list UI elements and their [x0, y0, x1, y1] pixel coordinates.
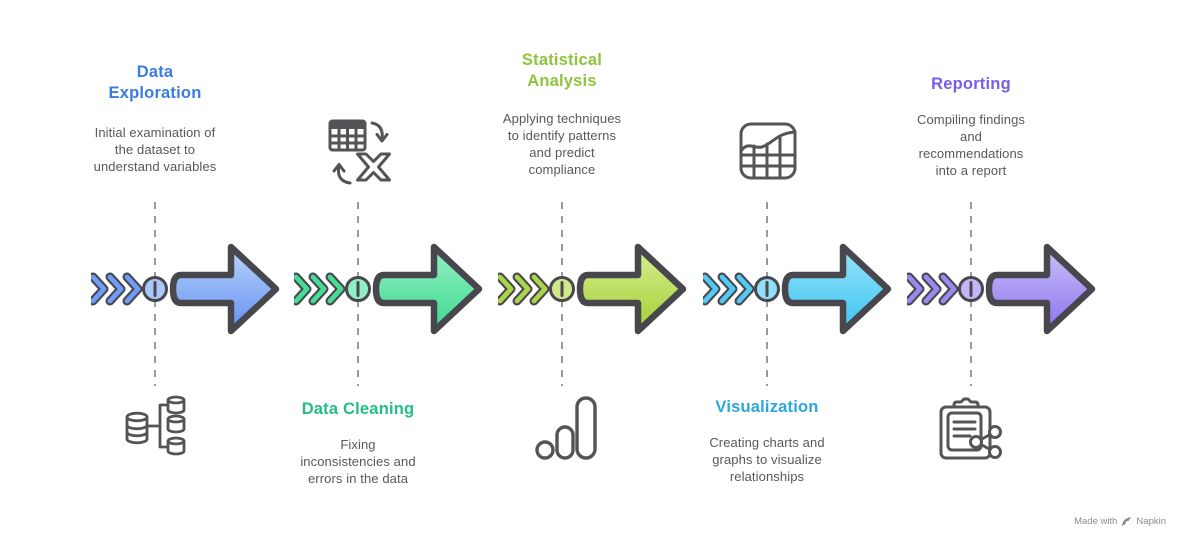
stage-description: Fixing inconsistencies and errors in the… [300, 437, 416, 486]
table-transform-icon [328, 119, 391, 185]
flow-arrow-icon [576, 243, 687, 335]
stage-text-statistical-analysis: Statistical Analysis Applying techniques… [462, 50, 662, 178]
stage-title: Statistical Analysis [521, 51, 603, 90]
chart-grid-icon [739, 122, 797, 180]
timeline-node [958, 276, 984, 302]
flow-arrow-icon [169, 243, 280, 335]
stage-description: Compiling findings and recommendations i… [916, 112, 1026, 178]
flow-arrow-group [91, 243, 280, 335]
stage-text-data-cleaning: Data Cleaning Fixing inconsistencies and… [258, 399, 458, 487]
stage-description: Applying techniques to identify patterns… [502, 111, 622, 177]
stage-text-data-exploration: Data Exploration Initial examination of … [55, 62, 255, 175]
chevrons-icon [294, 272, 346, 306]
stage-title: Data Cleaning [301, 400, 415, 418]
flow-arrow-icon [985, 243, 1096, 335]
timeline-node [345, 276, 371, 302]
stage-description: Creating charts and graphs to visualize … [709, 435, 825, 484]
stage-title: Data Exploration [108, 63, 202, 102]
flow-arrow-group [907, 243, 1096, 335]
chevrons-icon [907, 272, 959, 306]
flow-arrow-icon [372, 243, 483, 335]
flow-arrow-group [294, 243, 483, 335]
chevrons-icon [498, 272, 550, 306]
timeline-node [142, 276, 168, 302]
timeline-node [754, 276, 780, 302]
watermark-brand: Napkin [1136, 516, 1166, 527]
chevrons-icon [703, 272, 755, 306]
stage-title: Reporting [931, 75, 1011, 93]
napkin-logo-icon [1122, 516, 1132, 527]
flow-arrow-icon [781, 243, 892, 335]
analytics-bars-icon [535, 396, 597, 460]
clipboard-share-icon [939, 397, 1002, 460]
chevrons-icon [91, 272, 143, 306]
stage-title: Visualization [715, 398, 819, 416]
stage-text-reporting: Reporting Compiling findings and recomme… [871, 74, 1071, 179]
stage-description: Initial examination of the dataset to un… [93, 125, 217, 174]
flow-arrow-group [703, 243, 892, 335]
database-branch-icon [125, 395, 186, 456]
timeline-node [549, 276, 575, 302]
watermark: Made with Napkin [1074, 516, 1166, 527]
stage-text-visualization: Visualization Creating charts and graphs… [667, 397, 867, 485]
watermark-text: Made with [1074, 516, 1118, 527]
flow-arrow-group [498, 243, 687, 335]
